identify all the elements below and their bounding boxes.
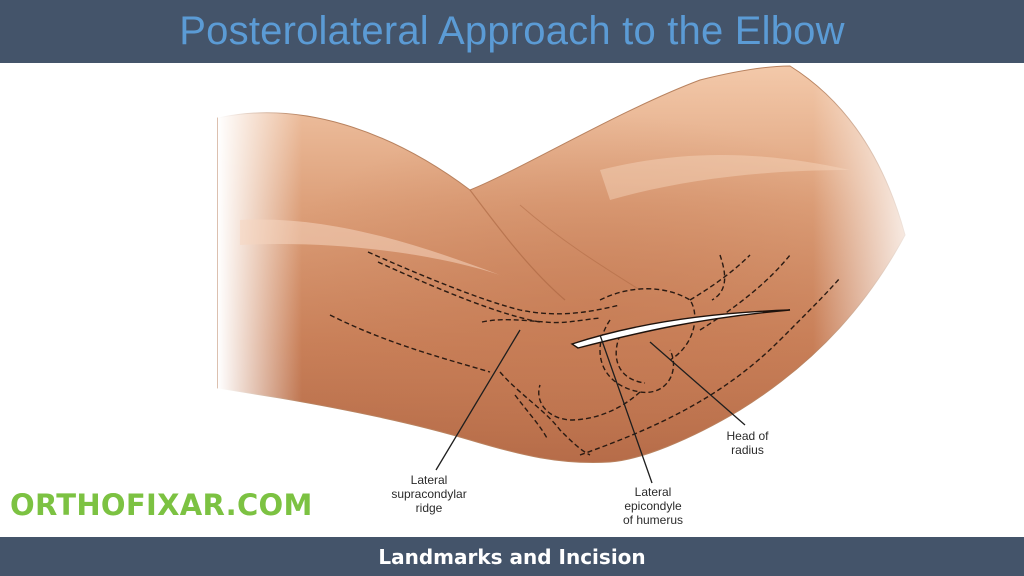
- footer-bar: Landmarks and Incision: [0, 537, 1024, 576]
- label-head-of-radius: Head of radius: [726, 429, 769, 457]
- footer-caption: Landmarks and Incision: [378, 544, 646, 569]
- incision-line: [570, 309, 791, 349]
- elbow-illustration: [217, 63, 918, 484]
- slide-title: Posterolateral Approach to the Elbow: [179, 9, 845, 53]
- brand-watermark: ORTHOFIXAR.COM: [10, 488, 313, 522]
- label-lateral-epicondyle: Lateral epicondyle of humerus: [622, 485, 684, 527]
- header-bar: Posterolateral Approach to the Elbow: [0, 0, 1024, 63]
- label-lateral-supracondylar-ridge: Lateral supracondylar ridge: [391, 473, 467, 515]
